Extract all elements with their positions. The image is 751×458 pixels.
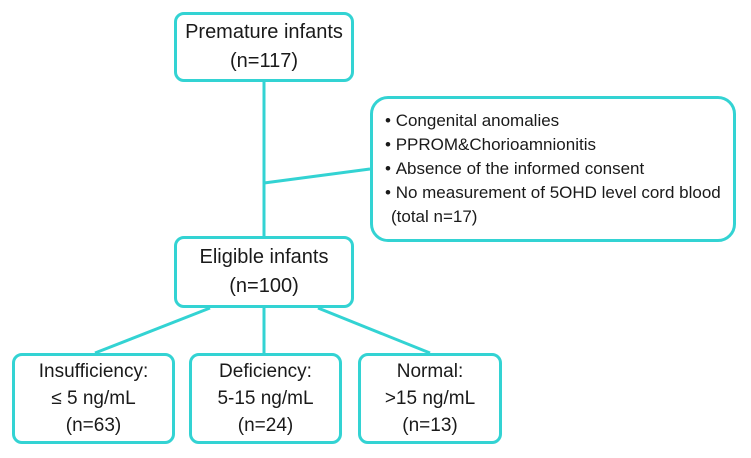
group-count: (n=63): [65, 415, 122, 436]
exclusion-criteria-box: Congenital anomalies PPROM&Chorioamnioni…: [370, 96, 736, 242]
premature-infants-count: (n=117): [229, 50, 298, 72]
eligible-infants-box: Eligible infants (n=100): [174, 236, 354, 308]
exclusion-item-congenital: Congenital anomalies: [385, 109, 560, 133]
group-count: (n=13): [402, 415, 458, 436]
group-label: Deficiency:: [219, 361, 312, 382]
group-label: Insufficiency:: [38, 361, 149, 382]
connector-to-exclusion: [263, 167, 371, 185]
eligible-infants-label: Eligible infants: [199, 246, 329, 268]
group-label: Normal:: [396, 361, 464, 382]
group-range: 5-15 ng/mL: [217, 388, 314, 409]
exclusion-item-no-measurement: No measurement of 5OHD level cord blood: [385, 181, 721, 205]
connector-to-normal: [317, 306, 431, 355]
group-count: (n=24): [237, 415, 294, 436]
normal-group-box: Normal: >15 ng/mL (n=13): [358, 353, 502, 444]
exclusion-total: (total n=17): [391, 207, 478, 226]
exclusion-item-consent: Absence of the informed consent: [385, 157, 645, 181]
group-range: >15 ng/mL: [384, 388, 476, 409]
group-range: ≤ 5 ng/mL: [51, 388, 136, 409]
deficiency-group-box: Deficiency: 5-15 ng/mL (n=24): [189, 353, 342, 444]
insufficiency-group-box: Insufficiency: ≤ 5 ng/mL (n=63): [12, 353, 175, 444]
exclusion-item-pprom: PPROM&Chorioamnionitis: [385, 133, 596, 157]
connector-to-insufficiency: [94, 306, 211, 355]
premature-infants-box: Premature infants (n=117): [174, 12, 354, 82]
premature-infants-label: Premature infants: [185, 21, 343, 43]
eligible-infants-count: (n=100): [229, 275, 299, 297]
